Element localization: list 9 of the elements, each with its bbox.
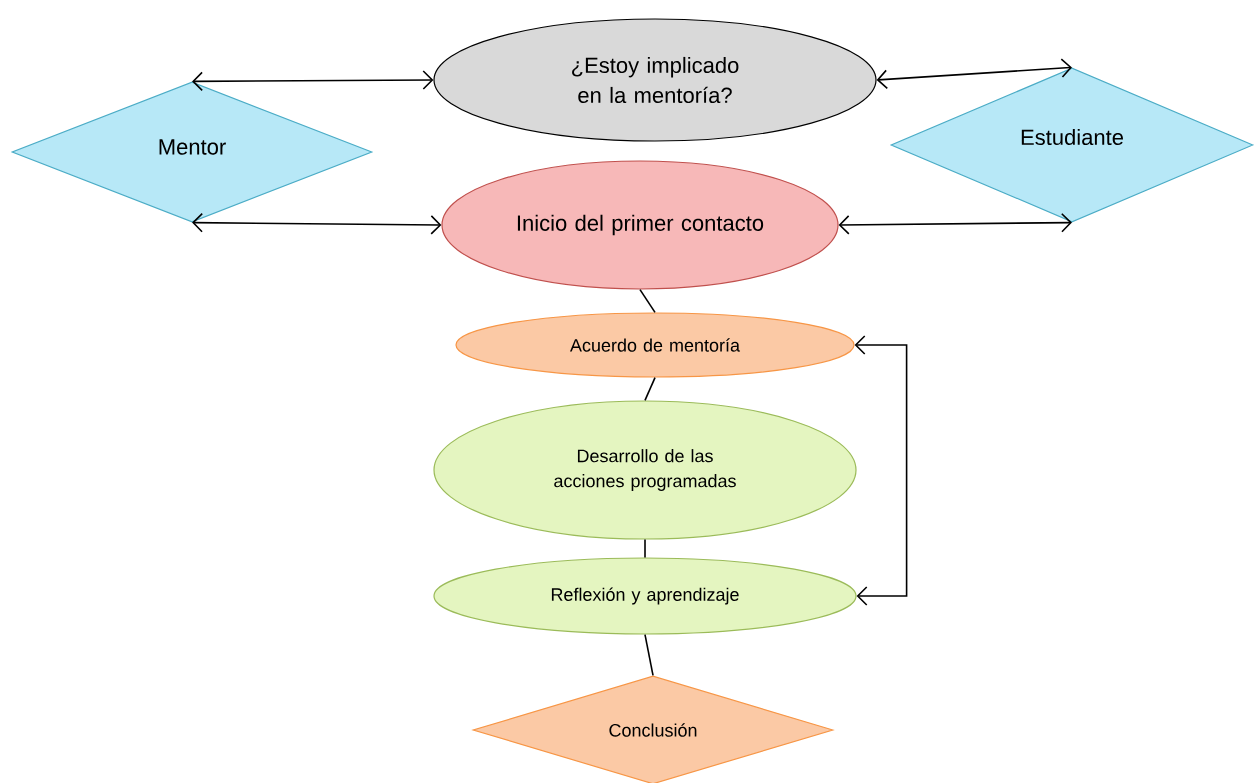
connector-line — [639, 288, 656, 314]
connector-line — [644, 633, 654, 677]
arrow — [192, 212, 442, 235]
connector-line — [644, 376, 656, 402]
arrow — [838, 212, 1072, 235]
arrow — [876, 58, 1072, 90]
arrow — [192, 70, 434, 92]
connector-line — [644, 538, 646, 559]
arrow — [854, 335, 908, 606]
